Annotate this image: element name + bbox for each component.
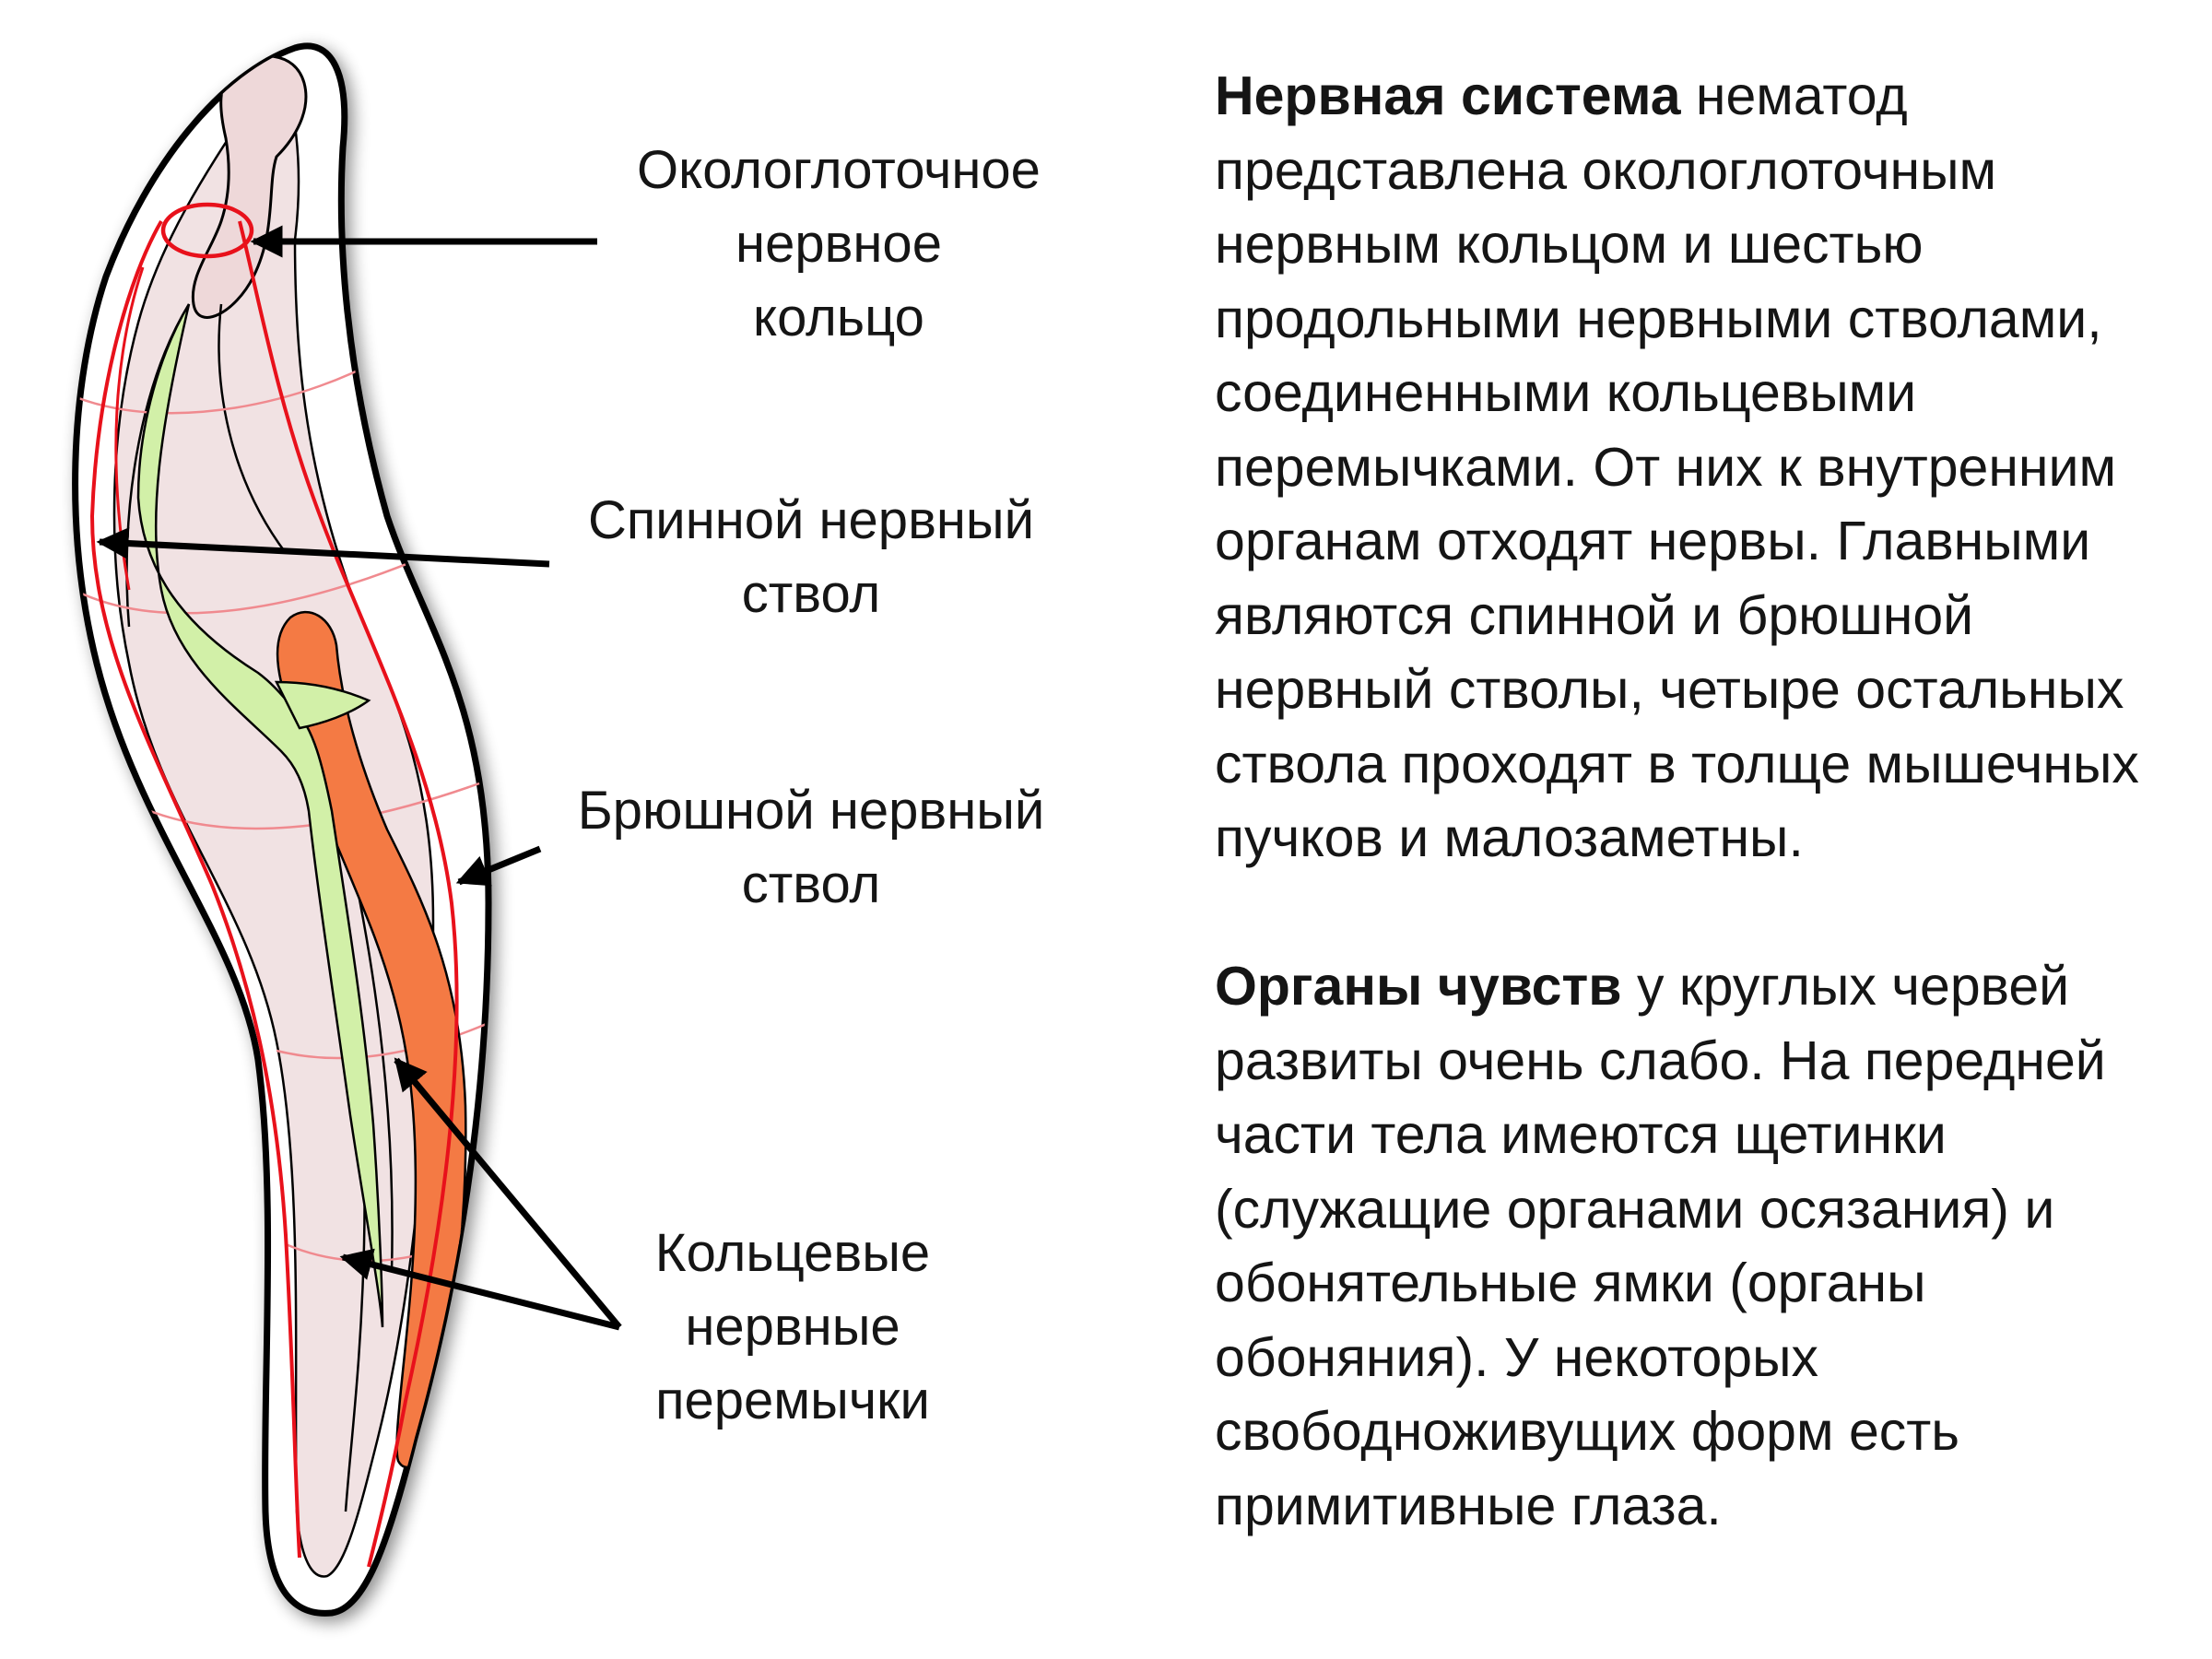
pharynx bbox=[191, 54, 308, 319]
ring-commissure bbox=[75, 551, 434, 615]
term-nervous-system: Нервная система bbox=[1215, 65, 1681, 126]
nematode-diagram bbox=[72, 42, 622, 1617]
ring-commissure bbox=[276, 1021, 489, 1060]
intestine bbox=[136, 303, 384, 1328]
label-nerve-ring: Окологлоточное нервное кольцо bbox=[637, 140, 1041, 347]
intestine-branch bbox=[274, 680, 371, 730]
paragraph-nervous-system: Нервная система нематод представлена око… bbox=[1215, 59, 2201, 876]
arrow-commissure-lower bbox=[339, 1248, 620, 1331]
label-ventral-trunk: Брюшной нервный ствол bbox=[577, 781, 1045, 914]
body-nervous-system: нематод представлена окологлоточным нерв… bbox=[1215, 65, 2139, 868]
arrow-commissure-upper bbox=[394, 1057, 622, 1330]
internal-line bbox=[218, 303, 288, 554]
term-sense-organs: Органы чувств bbox=[1215, 956, 1622, 1017]
ring-commissure bbox=[128, 782, 480, 830]
label-ring-commissures: Кольцевые нервные перемычки bbox=[654, 1223, 931, 1430]
arrow-dorsal-trunk bbox=[96, 527, 550, 568]
ventral-nerve-trunk bbox=[238, 220, 459, 1568]
body-sense-organs: у круглых червей развиты очень слабо. На… bbox=[1215, 956, 2106, 1536]
arrow-ventral-trunk bbox=[455, 845, 542, 887]
dorsal-nerve-trunk bbox=[89, 219, 301, 1559]
label-dorsal-trunk: Спинной нервный ствол bbox=[588, 490, 1034, 624]
paragraph-sense-organs: Органы чувств у круглых червей развиты о… bbox=[1215, 949, 2201, 1543]
